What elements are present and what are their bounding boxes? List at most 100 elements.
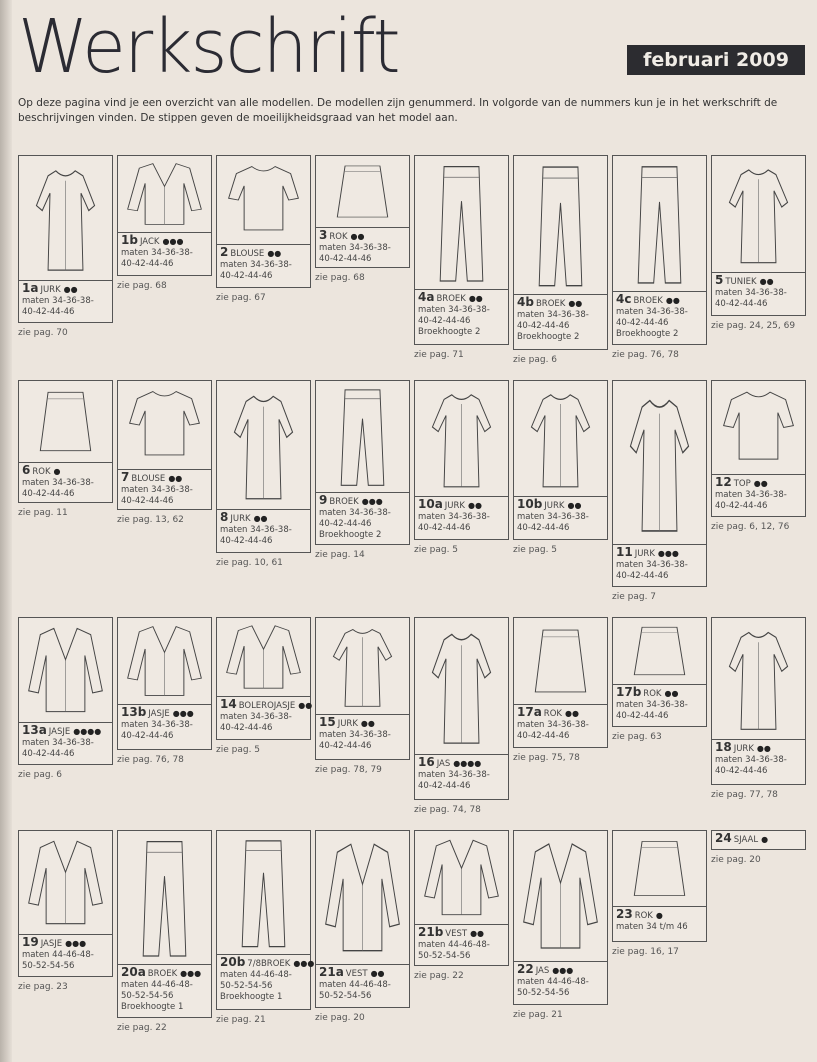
jacket-sketch-icon bbox=[523, 843, 598, 949]
sizes-line: 40-42-44-46 bbox=[319, 741, 372, 751]
model-number: 17b bbox=[616, 685, 642, 699]
garment-sketch bbox=[315, 617, 410, 715]
sizes-line: 50-52-54-56 bbox=[517, 988, 570, 998]
model-number: 11 bbox=[616, 545, 633, 559]
model-type: VEST bbox=[345, 969, 368, 979]
model-type: 7/8BROEK bbox=[247, 959, 291, 969]
difficulty-dots: ●●● bbox=[552, 966, 574, 975]
sizes-line: maten 44-46-48- bbox=[121, 980, 193, 990]
garment-sketch bbox=[711, 155, 806, 273]
sizes-line: maten 34-36-38- bbox=[418, 770, 490, 780]
garment-sketch bbox=[711, 617, 806, 740]
difficulty-dots: ●●● bbox=[65, 939, 87, 948]
sizes-line: 40-42-44-46 bbox=[121, 259, 174, 269]
jacket-sketch-icon bbox=[127, 626, 202, 696]
sizes-line: 40-42-44-46 bbox=[319, 519, 372, 529]
difficulty-dots: ●● bbox=[253, 514, 268, 523]
garment-sketch bbox=[117, 617, 212, 705]
dress-sketch-icon bbox=[728, 631, 789, 730]
difficulty-dots: ●● bbox=[567, 501, 582, 510]
garment-sketch bbox=[216, 830, 311, 955]
model-type: JAS bbox=[436, 759, 451, 769]
model-type: ROK bbox=[329, 232, 348, 242]
rise-height: Broekhoogte 1 bbox=[220, 992, 283, 1002]
sizes-line: maten 34-36-38- bbox=[616, 307, 688, 317]
sizes-line: maten 44-46-48- bbox=[517, 977, 589, 987]
page-reference: zie pag. 14 bbox=[315, 550, 365, 560]
difficulty-dots: ●● bbox=[468, 294, 483, 303]
difficulty-dots: ●● bbox=[759, 277, 774, 286]
page-reference: zie pag. 16, 17 bbox=[612, 947, 679, 957]
model-type: BROEK bbox=[436, 294, 466, 304]
page-reference: zie pag. 23 bbox=[18, 982, 68, 992]
garment-sketch bbox=[513, 380, 608, 497]
model-number: 23 bbox=[616, 907, 633, 921]
model-number: 4b bbox=[517, 295, 534, 309]
issue-badge: februari 2009 bbox=[627, 45, 805, 75]
garment-sketch bbox=[117, 830, 212, 965]
sizes-line: 50-52-54-56 bbox=[418, 951, 471, 961]
garment-sketch bbox=[513, 617, 608, 705]
page-reference: zie pag. 63 bbox=[612, 732, 662, 742]
model-type: JASJE bbox=[148, 709, 170, 719]
sizes-line: maten 34-36-38- bbox=[715, 288, 787, 298]
page-reference: zie pag. 21 bbox=[216, 1015, 266, 1025]
page-reference: zie pag. 10, 61 bbox=[216, 558, 283, 568]
model-type: JURK bbox=[733, 744, 754, 754]
difficulty-dots: ●● bbox=[756, 744, 771, 753]
model-number: 10a bbox=[418, 497, 443, 511]
top-sketch-icon bbox=[129, 391, 200, 456]
rise-height: Broekhoogte 2 bbox=[616, 329, 679, 339]
model-type: SJAAL bbox=[733, 835, 759, 845]
sizes-line: 40-42-44-46 bbox=[220, 536, 273, 546]
sizes-line: maten 34-36-38- bbox=[319, 508, 391, 518]
garment-sketch bbox=[117, 155, 212, 233]
sizes-line: 40-42-44-46 bbox=[715, 299, 768, 309]
page-reference: zie pag. 70 bbox=[18, 328, 68, 338]
sizes-line: maten 34-36-38- bbox=[121, 720, 193, 730]
sizes-line: 50-52-54-56 bbox=[22, 961, 75, 971]
jacket-sketch-icon bbox=[226, 625, 301, 689]
sizes-line: 40-42-44-46 bbox=[517, 731, 570, 741]
difficulty-dots: ●● bbox=[168, 474, 183, 483]
sizes-line: maten 34-36-38- bbox=[22, 296, 94, 306]
